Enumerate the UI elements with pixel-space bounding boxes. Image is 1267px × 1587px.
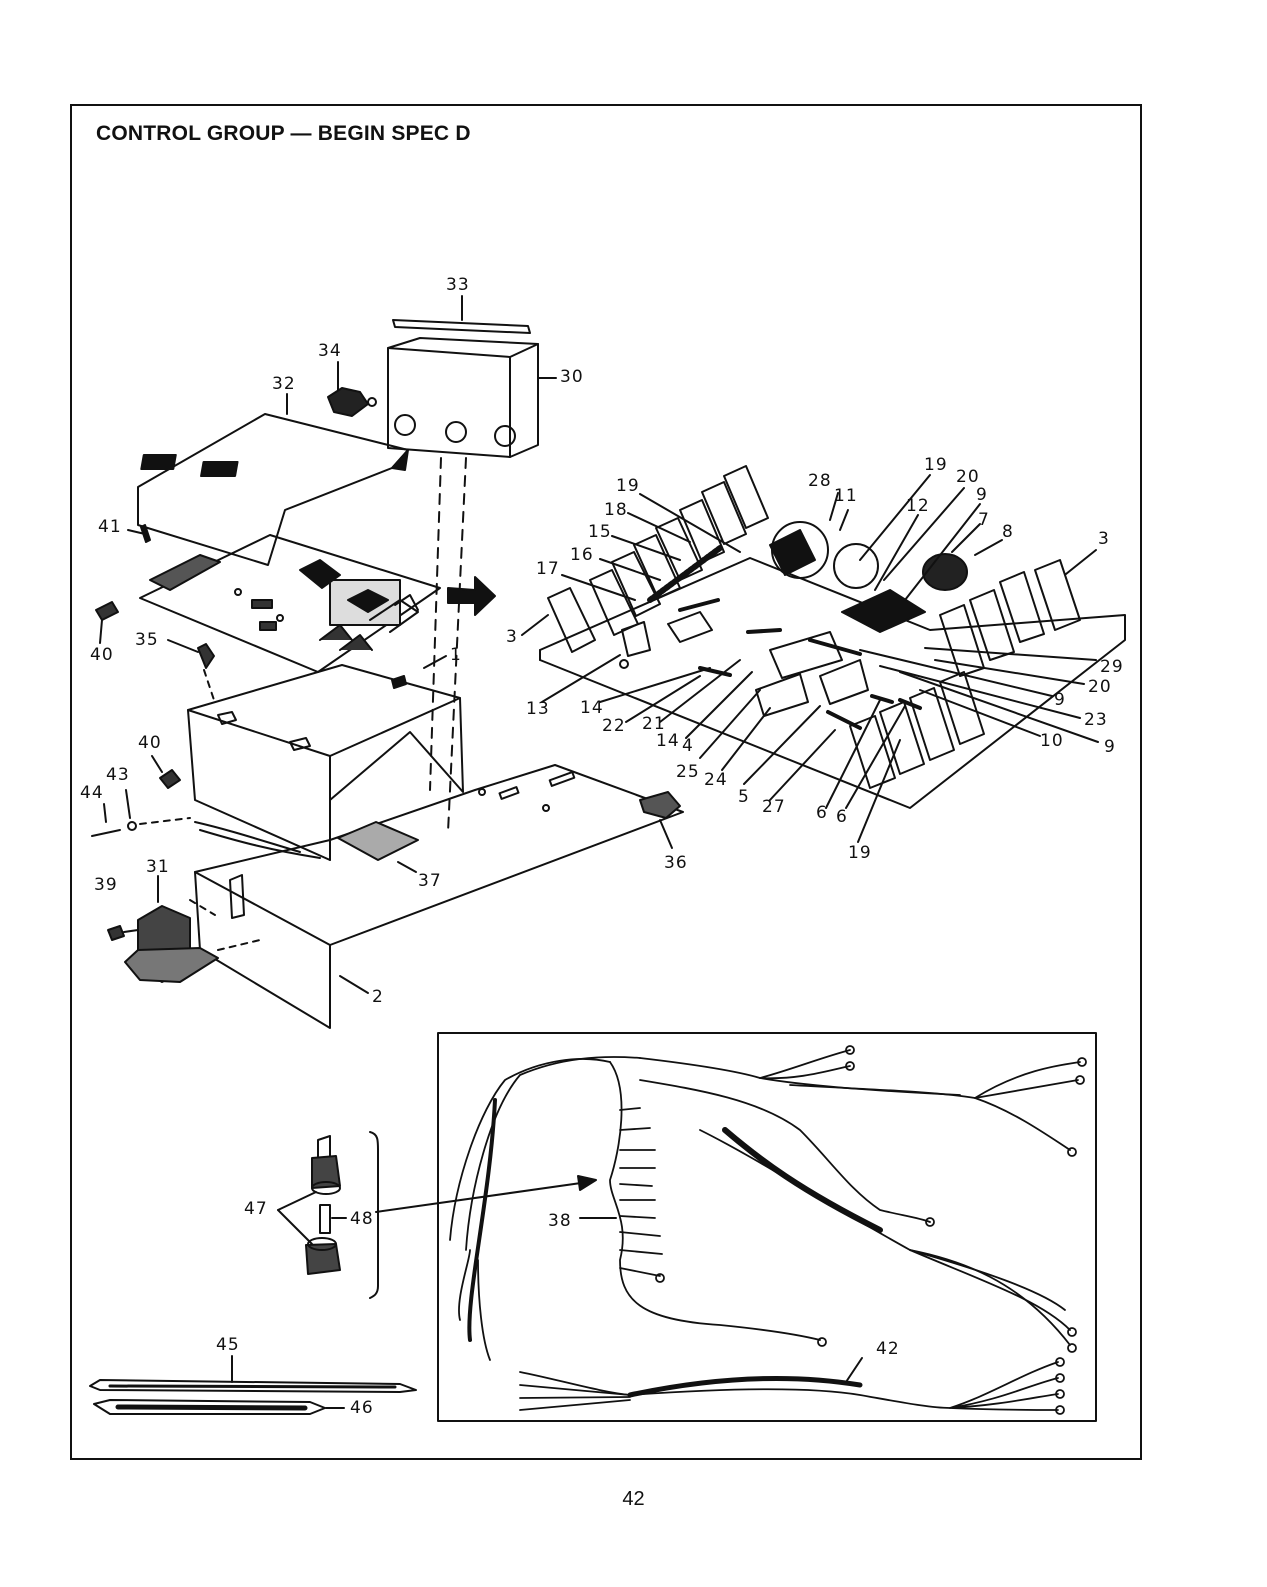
callout-40-a: 40 — [90, 645, 114, 665]
callout-10: 10 — [1040, 731, 1064, 751]
callout-39: 39 — [94, 875, 118, 895]
callout-40-b: 40 — [138, 733, 162, 753]
part-40-screw-b — [160, 770, 180, 788]
callout-16: 16 — [570, 545, 594, 565]
part-2-base-plate — [195, 765, 683, 1028]
callout-32: 32 — [272, 374, 296, 394]
harness-inset-frame — [438, 1033, 1096, 1421]
assembly-arrow — [448, 577, 495, 615]
part-40-screw-a — [96, 602, 118, 620]
callout-4: 4 — [682, 736, 694, 756]
part-36-clip — [640, 792, 680, 818]
part-39-screw — [108, 926, 124, 940]
callout-11: 11 — [834, 486, 858, 506]
callout-29: 29 — [1100, 657, 1124, 677]
callout-6-a: 6 — [816, 803, 828, 823]
callout-42: 42 — [876, 1339, 900, 1359]
right-assembly-tray — [540, 466, 1125, 808]
callout-5: 5 — [738, 787, 750, 807]
part-32-main-cover — [138, 414, 408, 565]
callout-47: 47 — [244, 1199, 268, 1219]
callout-9-b: 9 — [1054, 690, 1066, 710]
callout-3-a: 3 — [506, 627, 518, 647]
part-46-cable — [94, 1400, 325, 1414]
callout-19-b: 19 — [924, 455, 948, 475]
callout-25: 25 — [676, 762, 700, 782]
part-43-washer — [128, 822, 136, 830]
callout-9-a: 9 — [976, 485, 988, 505]
callout-23: 23 — [1084, 710, 1108, 730]
callout-31: 31 — [146, 857, 170, 877]
callout-12: 12 — [906, 496, 930, 516]
callout-9-c: 9 — [1104, 737, 1116, 757]
callout-33: 33 — [446, 275, 470, 295]
callout-37: 37 — [418, 871, 442, 891]
part-47-48-fuse-holder — [306, 1136, 340, 1274]
callout-43: 43 — [106, 765, 130, 785]
callout-1: 1 — [450, 645, 462, 665]
leader-35 — [168, 640, 198, 652]
callout-2: 2 — [372, 987, 384, 1007]
callout-30: 30 — [560, 367, 584, 387]
callout-27: 27 — [762, 797, 786, 817]
callout-44: 44 — [80, 783, 104, 803]
callout-19-a: 19 — [616, 476, 640, 496]
part-34-knob — [328, 388, 376, 416]
callout-45: 45 — [216, 1335, 240, 1355]
callout-35: 35 — [135, 630, 159, 650]
callout-48: 48 — [350, 1209, 374, 1229]
callout-38: 38 — [548, 1211, 572, 1231]
callout-17: 17 — [536, 559, 560, 579]
callout-46: 46 — [350, 1398, 374, 1418]
leader-40a — [100, 620, 102, 643]
callout-6-b: 6 — [836, 807, 848, 827]
callout-14-a: 14 — [580, 698, 604, 718]
callout-34: 34 — [318, 341, 342, 361]
callout-8: 8 — [1002, 522, 1014, 542]
callout-20-a: 20 — [956, 467, 980, 487]
part-45-cable — [90, 1380, 416, 1392]
callout-24: 24 — [704, 770, 728, 790]
callout-20-b: 20 — [1088, 677, 1112, 697]
part-37-board — [338, 822, 418, 860]
leader-2 — [340, 976, 368, 993]
callout-18: 18 — [604, 500, 628, 520]
callout-41: 41 — [98, 517, 122, 537]
callout-15: 15 — [588, 522, 612, 542]
part-38-wiring-harness — [450, 1046, 1086, 1414]
callout-labels: 33 34 32 30 41 40 35 1 40 43 44 39 31 37… — [80, 275, 1124, 1418]
part-35-fitting — [198, 644, 214, 668]
callout-19-c: 19 — [848, 843, 872, 863]
page-number: 42 — [0, 1488, 1267, 1511]
callout-3-b: 3 — [1098, 529, 1110, 549]
part-44-pin — [92, 830, 120, 836]
left-circuit-board — [140, 535, 440, 672]
callout-7: 7 — [978, 510, 990, 530]
callout-13: 13 — [526, 699, 550, 719]
callout-28: 28 — [808, 471, 832, 491]
callout-14-b: 14 — [656, 731, 680, 751]
part-31-solenoid — [125, 906, 218, 982]
callout-36: 36 — [664, 853, 688, 873]
part-30-box-cover — [388, 338, 538, 457]
callout-22: 22 — [602, 716, 626, 736]
part-33-strip — [393, 320, 530, 333]
